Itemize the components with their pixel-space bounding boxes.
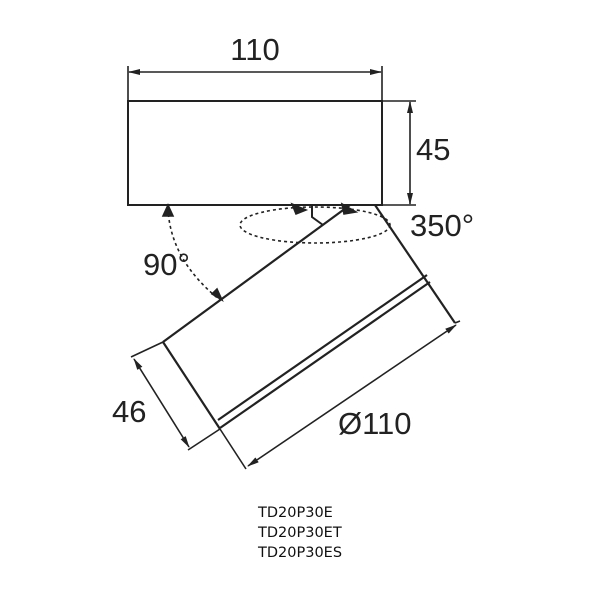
model-code: TD20P30ES — [258, 545, 343, 561]
vertical-rotation-indicator — [161, 203, 224, 303]
model-list: TD20P30E TD20P30ET TD20P30ES — [258, 503, 342, 563]
horizontal-rotation-label: 350° — [410, 208, 474, 243]
base-width-dimension — [127, 66, 383, 101]
head-diameter-dimension — [219, 320, 461, 470]
head-length-label: 46 — [112, 394, 146, 429]
head-length-dimension — [130, 341, 221, 451]
model-code: TD20P30ET — [258, 525, 342, 541]
base-height-label: 45 — [416, 132, 450, 167]
vertical-rotation-label: 90° — [143, 247, 190, 282]
pivot-bracket — [311, 206, 324, 226]
base-width-label: 110 — [230, 32, 279, 67]
horizontal-rotation-indicator — [239, 202, 391, 244]
model-code: TD20P30E — [258, 505, 333, 521]
base-housing — [127, 100, 383, 206]
head-diameter-label: Ø110 — [338, 406, 412, 441]
base-height-dimension — [382, 100, 416, 206]
